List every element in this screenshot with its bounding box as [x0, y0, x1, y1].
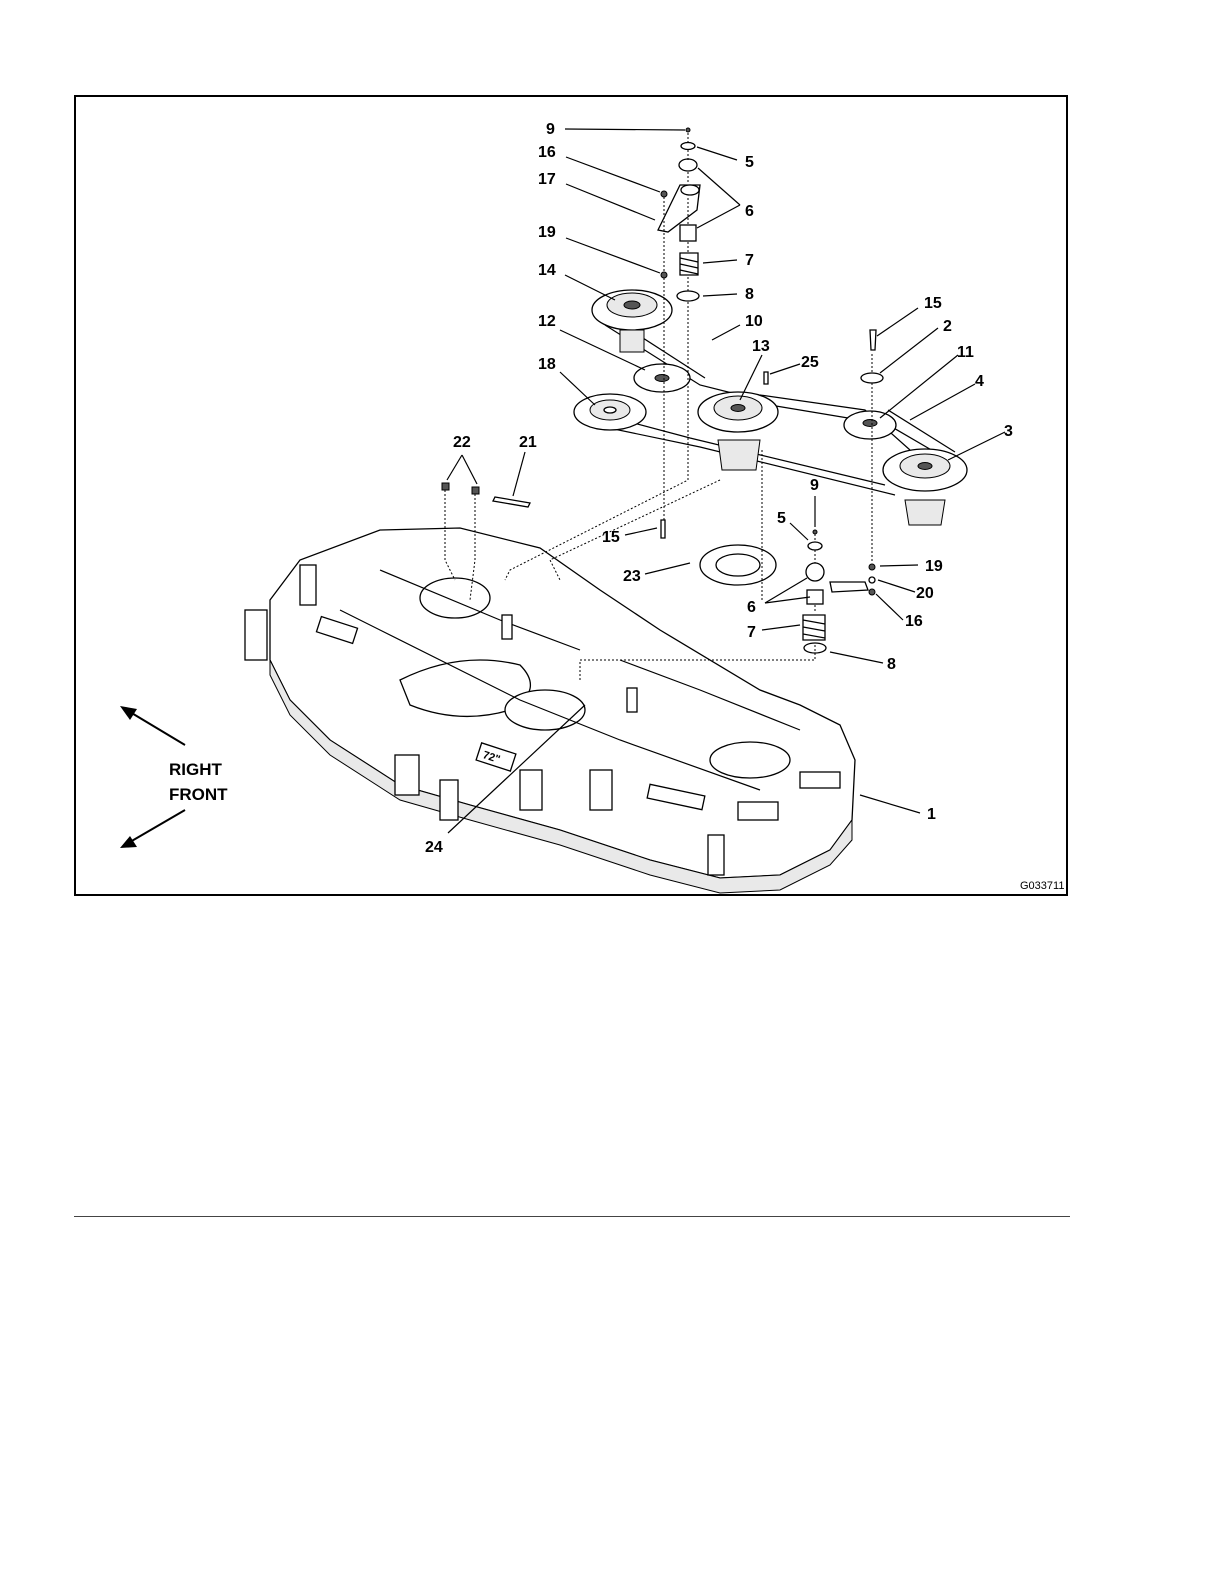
callout-7-bottom: 7 — [747, 624, 756, 641]
callout-16-top: 16 — [538, 144, 556, 161]
figure-id: G033711 — [1020, 880, 1064, 892]
callout-13: 13 — [752, 338, 770, 355]
callout-25: 25 — [801, 354, 819, 371]
callout-1: 1 — [927, 806, 936, 823]
pulley-11 — [844, 411, 896, 439]
callout-9-bottom: 9 — [810, 477, 819, 494]
callout-16-bottom: 16 — [905, 613, 923, 630]
pulley-14 — [592, 290, 672, 352]
idler-stack-right — [803, 530, 875, 653]
callout-6-top: 6 — [745, 203, 754, 220]
callout-8-top: 8 — [745, 286, 754, 303]
callout-17: 17 — [538, 171, 556, 188]
bottom-rule — [74, 1216, 1070, 1217]
mower-deck: 72" — [245, 528, 855, 893]
front-direction-label: FRONT — [169, 785, 228, 804]
callout-18: 18 — [538, 356, 556, 373]
callout-22: 22 — [453, 434, 471, 451]
callout-20: 20 — [916, 585, 934, 602]
callout-5-bottom: 5 — [777, 510, 786, 527]
callout-21: 21 — [519, 434, 537, 451]
callout-2: 2 — [943, 318, 952, 335]
callout-11: 11 — [957, 344, 974, 361]
callout-3: 3 — [1004, 423, 1013, 440]
callout-15-bottom: 15 — [602, 529, 620, 546]
pulley-18 — [574, 394, 646, 430]
callout-7-top: 7 — [745, 252, 754, 269]
callout-24: 24 — [425, 839, 443, 856]
callout-19-top: 19 — [538, 224, 556, 241]
callout-15-top: 15 — [924, 295, 942, 312]
callout-23: 23 — [623, 568, 641, 585]
pulley-13 — [698, 392, 778, 470]
callout-5-top: 5 — [745, 154, 754, 171]
callout-12: 12 — [538, 313, 556, 330]
callout-4: 4 — [975, 373, 984, 390]
callout-10: 10 — [745, 313, 763, 330]
right-direction-label: RIGHT — [169, 760, 223, 779]
callout-8-bottom: 8 — [887, 656, 896, 673]
callout-19-bottom: 19 — [925, 558, 943, 575]
callout-14: 14 — [538, 262, 556, 279]
pulley-3 — [883, 449, 967, 525]
callout-9-top: 9 — [546, 121, 555, 138]
callout-6-bottom: 6 — [747, 599, 756, 616]
